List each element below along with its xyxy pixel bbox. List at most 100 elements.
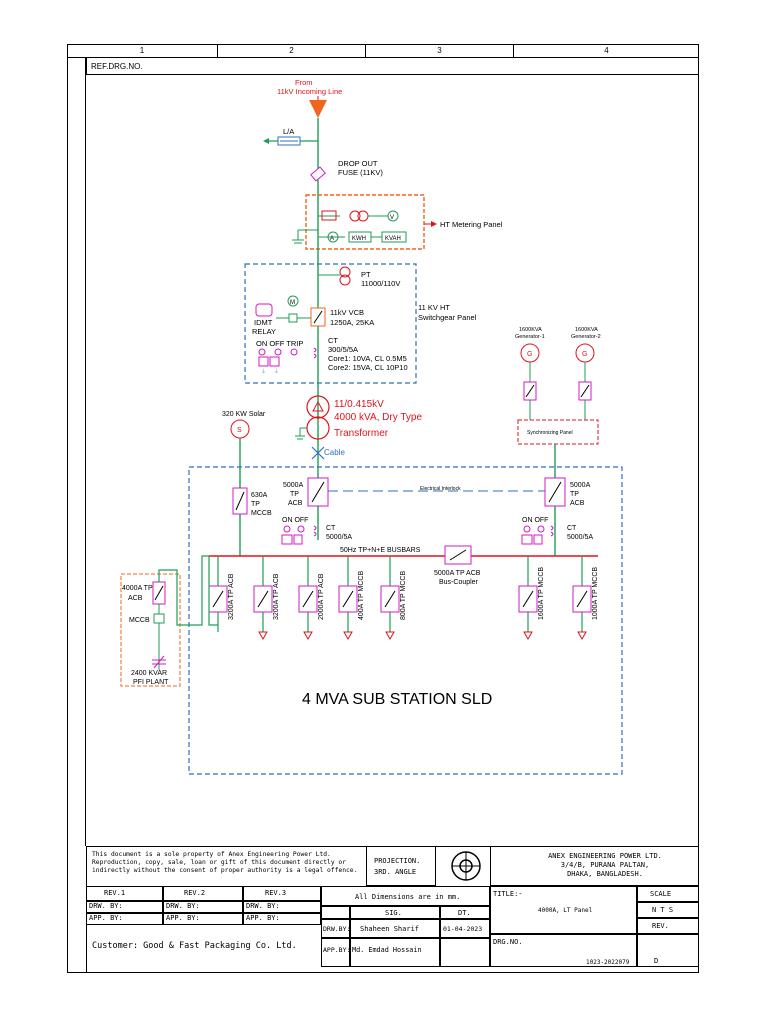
projection-line1: PROJECTION. [374, 857, 421, 865]
feeder-label: 2000A TP ACB [318, 573, 325, 620]
revision-value: D [654, 957, 659, 965]
svg-text:5000A: 5000A [570, 482, 591, 489]
pt-label-line2: 11000/110V [361, 279, 400, 288]
rev1-label: REV.1 [104, 889, 126, 897]
pt-label-line1: PT [361, 270, 371, 279]
svg-text:G: G [582, 351, 587, 358]
svg-text:PFI PLANT: PFI PLANT [133, 679, 169, 686]
feeder-label: 1600A TP MCCB [538, 567, 545, 620]
drawing-number: 1023-2022079 [586, 959, 630, 966]
drawing-title-value: 4000A, LT Panel [538, 907, 593, 914]
feeder-outgoing-arrow-icon [577, 631, 587, 641]
svg-text:5000/5A: 5000/5A [326, 534, 352, 541]
busbar-label: 50Hz TP+N+E BUSBARS [340, 547, 421, 554]
svg-text:5000A: 5000A [283, 482, 304, 489]
capacitor-icon [152, 655, 166, 669]
transformer-label-line2: 4000 kVA, Dry Type [334, 412, 422, 423]
ht-switchgear-panel-box [244, 263, 417, 384]
motor-icon [287, 295, 299, 307]
svg-text:Synchronizing Panel: Synchronizing Panel [527, 430, 573, 436]
svg-text:CT: CT [567, 525, 577, 532]
svg-text:ACB: ACB [570, 500, 585, 507]
svg-text:5000/5A: 5000/5A [567, 534, 593, 541]
ownership-notice: This document is a sole property of Anex… [92, 851, 358, 874]
gen2-label-line1: 1600KVA [575, 327, 598, 333]
gen1-label-line2: Generator-1 [515, 334, 545, 340]
svg-text:TP: TP [251, 501, 260, 508]
cable-label: Cable [324, 448, 345, 457]
switchgear-label-line1: 11 KV HT [418, 303, 450, 312]
feeder-breaker-blade [384, 590, 396, 608]
dropout-label-line2: FUSE (11KV) [338, 168, 383, 177]
third-angle-projection-icon [451, 851, 481, 881]
incoming-triangle-icon [309, 100, 327, 118]
feeder-breaker-blade [342, 590, 354, 608]
projection-line2: 3RD. ANGLE [374, 868, 417, 876]
feeder-outgoing-arrow-icon [303, 631, 313, 641]
transformer-primary-icon [306, 395, 330, 419]
pfi-plant-box [120, 573, 181, 687]
relay-label-line2: RELAY [252, 327, 276, 336]
vcb-label-line2: 1250A, 25KA [330, 318, 374, 327]
transformer-label-line3: Transformer [334, 428, 389, 439]
feeder-label: 400A TP MCCB [358, 571, 365, 620]
all-dims-note: All Dimensions are in mm. [355, 893, 461, 901]
left-binding-strip [67, 58, 86, 846]
idmt-relay-icon [255, 303, 273, 317]
feeder-outgoing-arrow-icon [258, 631, 268, 641]
grid-column-1: 1 [67, 44, 218, 58]
feeder-breaker-blade [302, 590, 314, 608]
svg-text:CT: CT [326, 525, 336, 532]
synchronizing-panel-box [517, 419, 599, 445]
ht-metering-panel-box [305, 194, 425, 250]
selector-switch-icon [269, 356, 280, 367]
feeder-breaker-blade [257, 590, 269, 608]
gen2-label-line2: Generator-2 [571, 334, 601, 340]
svg-text:KVAH: KVAH [385, 236, 401, 242]
feeder-outgoing-arrow-icon [343, 631, 353, 641]
lt-panel-box [188, 466, 623, 775]
interlock-label: Electrical Interlock [420, 486, 461, 492]
gen1-label-line1: 1600KVA [519, 327, 542, 333]
dropout-label-line1: DROP OUT [338, 159, 378, 168]
approver-name: Md. Emdad Hossain [352, 946, 422, 954]
svg-text:MCCB: MCCB [129, 617, 150, 624]
svg-text:M: M [290, 300, 295, 306]
switchgear-label-line2: Switchgear Panel [418, 313, 477, 322]
ground-arrow-icon [263, 138, 269, 144]
feeder-outgoing-arrow-icon [385, 631, 395, 641]
rev3-label: REV.3 [265, 889, 287, 897]
ct-icon [313, 347, 317, 359]
svg-text:MCCB: MCCB [251, 510, 272, 517]
la-label: L/A [283, 127, 294, 136]
ct-ht-line4: Core2: 15VA, CL 10P10 [328, 363, 408, 372]
svg-text:⏚: ⏚ [274, 368, 279, 375]
pt-fuse-icon [321, 210, 337, 221]
drawer-name: Shaheen Sharif [360, 925, 420, 933]
feeder-label: 800A TP MCCB [400, 571, 407, 620]
on-off-label-1: ON OFF [282, 517, 308, 524]
pt-icon [339, 274, 351, 286]
dropout-fuse-icon [310, 166, 326, 182]
feeder-label: 1000A TP MCCB [592, 567, 599, 620]
indicator-lamps-icon [290, 348, 298, 356]
feeder-breaker-blade [576, 590, 588, 608]
svg-text:5000A TP ACB: 5000A TP ACB [434, 570, 481, 577]
ht-metering-label: HT Metering Panel [440, 220, 503, 229]
svg-text:4000A TP: 4000A TP [122, 585, 153, 592]
feeder-breaker-blade [522, 590, 534, 608]
vcb-label-line1: 11kV VCB [330, 308, 364, 317]
svg-text:A: A [330, 236, 334, 242]
transformer-label-line1: 11/0.415kV [334, 399, 384, 410]
feeder-breaker-blade [212, 590, 224, 608]
feeder-label: 3200A TP ACB [273, 573, 280, 620]
pfi-mccb-icon [153, 613, 165, 624]
svg-text:630A: 630A [251, 492, 268, 499]
ref-drg-no: REF.DRG.NO. [86, 58, 699, 75]
svg-text:2400 KVAR: 2400 KVAR [131, 670, 167, 677]
voltmeter-icon [387, 210, 399, 222]
incoming-label-line1: From [295, 78, 313, 87]
feeder-outgoing-arrow-icon [523, 631, 533, 641]
